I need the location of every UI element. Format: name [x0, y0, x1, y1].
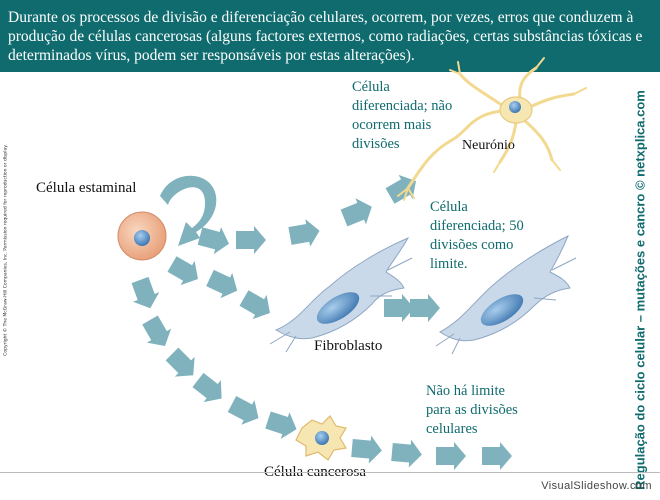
- arrow-to-cancer-6: [263, 406, 301, 443]
- stem-cell: [117, 211, 167, 261]
- fibroblast-2: [435, 234, 577, 355]
- arrow-cancer-3: [436, 442, 466, 470]
- label-stem-cell: Célula estaminal: [36, 180, 137, 196]
- arrow-to-fibroblast-2: [204, 265, 244, 304]
- note-cancer-line: para as divisões: [426, 402, 518, 418]
- header-banner: Durante os processos de divisão e difere…: [0, 0, 660, 72]
- label-neuron: Neurónio: [462, 138, 515, 153]
- fibroblast-1: [269, 236, 413, 353]
- arrow-to-fibroblast-1: [165, 251, 205, 292]
- arrow-fibroblast-to-fibroblast-1: [384, 294, 414, 322]
- arrow-to-cancer-2: [137, 313, 178, 353]
- note-neuron: Célula diferenciada; não ocorrem mais di…: [352, 78, 452, 154]
- side-title: Regulação do ciclo celular – mutações e …: [632, 90, 648, 490]
- arrow-to-cancer-5: [225, 391, 266, 431]
- note-fibroblast-line: limite.: [430, 256, 468, 272]
- arrow-to-neuron-2: [236, 226, 266, 254]
- arrow-to-neuron-3: [287, 217, 322, 250]
- arrow-to-cancer-1: [126, 275, 164, 313]
- label-fibroblast: Fibroblasto: [314, 338, 383, 354]
- note-fibroblast-line: divisões como: [430, 237, 514, 253]
- arrow-cancer-1: [350, 434, 384, 465]
- footer-divider: [0, 472, 660, 473]
- footer-brand[interactable]: VisualSlideshow.com: [541, 480, 652, 492]
- arrow-cancer-2: [390, 438, 424, 469]
- header-text: Durante os processos de divisão e difere…: [8, 9, 643, 64]
- note-fibroblast-line: Célula: [430, 199, 468, 215]
- arrow-to-cancer-3: [162, 344, 204, 386]
- note-cancer: Não há limite para as divisões celulares: [426, 382, 518, 439]
- note-neuron-line: Célula: [352, 79, 390, 95]
- arrow-fibroblast-to-fibroblast-2: [410, 294, 440, 322]
- arrow-cancer-4: [482, 442, 512, 470]
- note-neuron-line: divisões: [352, 136, 400, 152]
- arrow-to-cancer-4: [189, 368, 231, 410]
- self-renewal-arrow: [160, 175, 217, 246]
- neuron: [397, 57, 587, 201]
- arrow-to-neuron-4: [338, 193, 378, 231]
- note-cancer-line: celulares: [426, 421, 478, 437]
- cancer-cell: [295, 415, 347, 461]
- note-neuron-line: diferenciada; não: [352, 98, 453, 114]
- note-fibroblast: Célula diferenciada; 50 divisões como li…: [430, 198, 524, 274]
- note-neuron-line: ocorrem mais: [352, 117, 432, 133]
- arrow-to-fibroblast-3: [237, 285, 277, 326]
- note-cancer-line: Não há limite: [426, 383, 505, 399]
- note-fibroblast-line: diferenciada; 50: [430, 218, 524, 234]
